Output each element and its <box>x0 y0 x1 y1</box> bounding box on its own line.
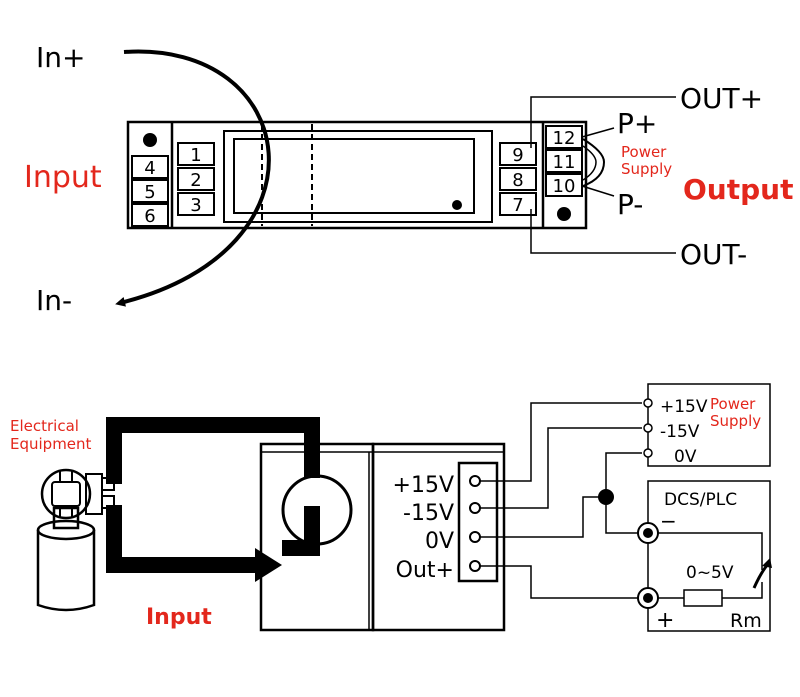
input-label-bottom: Input <box>146 605 212 630</box>
junction-dot <box>598 489 614 505</box>
left-mount-hole <box>143 133 157 147</box>
right-mount-hole <box>557 207 571 221</box>
terminal-7: 7 <box>512 195 523 216</box>
p-plus-label: P+ <box>617 107 657 140</box>
terminal-2: 2 <box>190 170 201 191</box>
supply-terminal-0v: 0V <box>674 447 697 467</box>
terminal-4: 4 <box>144 158 155 179</box>
sensor-terminal-plus15: +15V <box>393 473 454 498</box>
electrical-equipment-label-2: Equipment <box>10 435 92 453</box>
power-supply-label-2: Supply <box>621 160 672 178</box>
range-label: 0~5V <box>686 563 734 583</box>
supply-terminal-plus15: +15V <box>660 397 708 417</box>
bottom-diagram: +15V -15V 0V Out+ +15V -15V 0V Power Sup… <box>10 383 772 633</box>
sensor-terminal-outplus: Out+ <box>396 558 454 583</box>
terminal-5: 5 <box>144 182 155 203</box>
dcs-plc-label: DCS/PLC <box>664 490 737 510</box>
in-minus-label: In- <box>36 284 72 317</box>
supply-label-1: Power <box>710 395 756 413</box>
terminal-1: 1 <box>190 145 201 166</box>
terminal-9: 9 <box>512 145 523 166</box>
dcs-minus-label: − <box>660 509 677 533</box>
p-minus-label: P- <box>617 188 643 221</box>
sensor-terminal-0v: 0V <box>425 529 454 554</box>
input-arc-arrow <box>115 49 271 307</box>
sensor-terminal-minus15: -15V <box>403 501 454 526</box>
output-label-top: Output <box>683 173 793 206</box>
electrical-equipment-icon <box>36 468 115 612</box>
rm-resistor <box>683 589 723 607</box>
terminal-12: 12 <box>553 128 576 149</box>
top-diagram: 4 5 6 1 2 3 9 8 7 12 11 10 <box>24 41 793 317</box>
power-supply-label-1: Power <box>621 143 667 161</box>
terminal-3: 3 <box>190 195 201 216</box>
terminal-6: 6 <box>144 206 155 227</box>
in-plus-label: In+ <box>36 41 85 74</box>
supply-terminal-minus15: -15V <box>660 422 700 442</box>
module-window-outer <box>223 130 493 223</box>
out-plus-label: OUT+ <box>680 82 763 115</box>
input-cable <box>106 417 320 484</box>
dcs-plus-label: + <box>656 608 674 633</box>
out-minus-wire <box>530 209 676 254</box>
terminal-10: 10 <box>553 176 576 197</box>
electrical-equipment-label-1: Electrical <box>10 417 79 435</box>
terminal-8: 8 <box>512 170 523 191</box>
out-minus-label: OUT- <box>680 238 747 271</box>
supply-label-2: Supply <box>710 412 761 430</box>
rm-label: Rm <box>730 610 762 632</box>
indicator-dot <box>452 200 462 210</box>
module-window-inner <box>233 138 475 214</box>
input-label-top: Input <box>24 160 102 195</box>
dcs-plc-box <box>647 480 771 632</box>
out-plus-wire <box>530 96 676 148</box>
module-body <box>126 120 588 230</box>
terminal-11: 11 <box>553 152 576 173</box>
